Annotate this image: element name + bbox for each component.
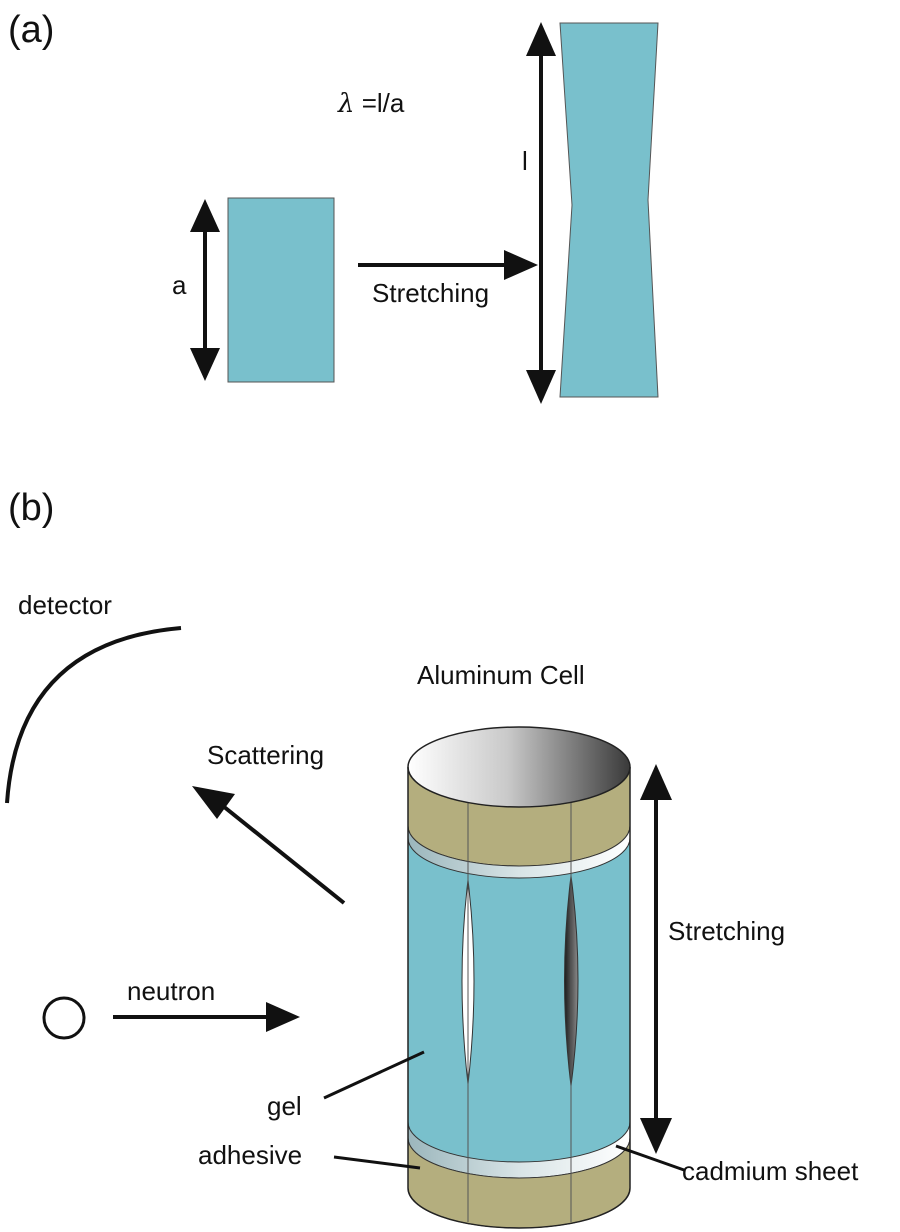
stretching-arrow-b xyxy=(640,764,672,1154)
gel-block-stretched xyxy=(559,22,659,398)
adhesive-leader-line xyxy=(333,1155,421,1170)
stretching-label-a: Stretching xyxy=(372,278,489,308)
panel-b-label: (b) xyxy=(8,487,54,529)
neutron-circle xyxy=(42,996,86,1040)
stretching-arrow-a xyxy=(358,250,538,280)
cell-outline xyxy=(407,767,631,1229)
cell-top-opening xyxy=(407,726,631,808)
gel-block-original xyxy=(227,197,335,383)
gel-label: gel xyxy=(267,1091,302,1121)
adhesive-label: adhesive xyxy=(198,1140,302,1170)
length-a-label: a xyxy=(172,270,187,300)
stretching-label-b: Stretching xyxy=(668,916,785,946)
stretch-ratio-formula: λ =l/a xyxy=(337,88,405,119)
lambda-symbol: λ xyxy=(337,89,354,119)
gel-leader-line xyxy=(323,1050,425,1100)
scattering-arrow xyxy=(192,786,346,905)
aluminum-cell-label: Aluminum Cell xyxy=(417,660,585,690)
detector-arc xyxy=(5,626,182,804)
formula-rest: =l/a xyxy=(354,88,404,118)
scattering-label: Scattering xyxy=(207,740,324,770)
length-l-label: l xyxy=(522,146,528,176)
length-l-arrow xyxy=(526,22,556,404)
aluminum-cell xyxy=(407,726,631,1229)
cadmium-leader-line xyxy=(615,1144,685,1172)
panel-a-label: (a) xyxy=(8,9,54,51)
detector-label: detector xyxy=(18,590,112,620)
cadmium-sheet-label: cadmium sheet xyxy=(682,1156,859,1186)
neutron-arrow xyxy=(113,1002,300,1032)
neutron-label: neutron xyxy=(127,976,215,1006)
length-a-arrow xyxy=(190,199,220,381)
